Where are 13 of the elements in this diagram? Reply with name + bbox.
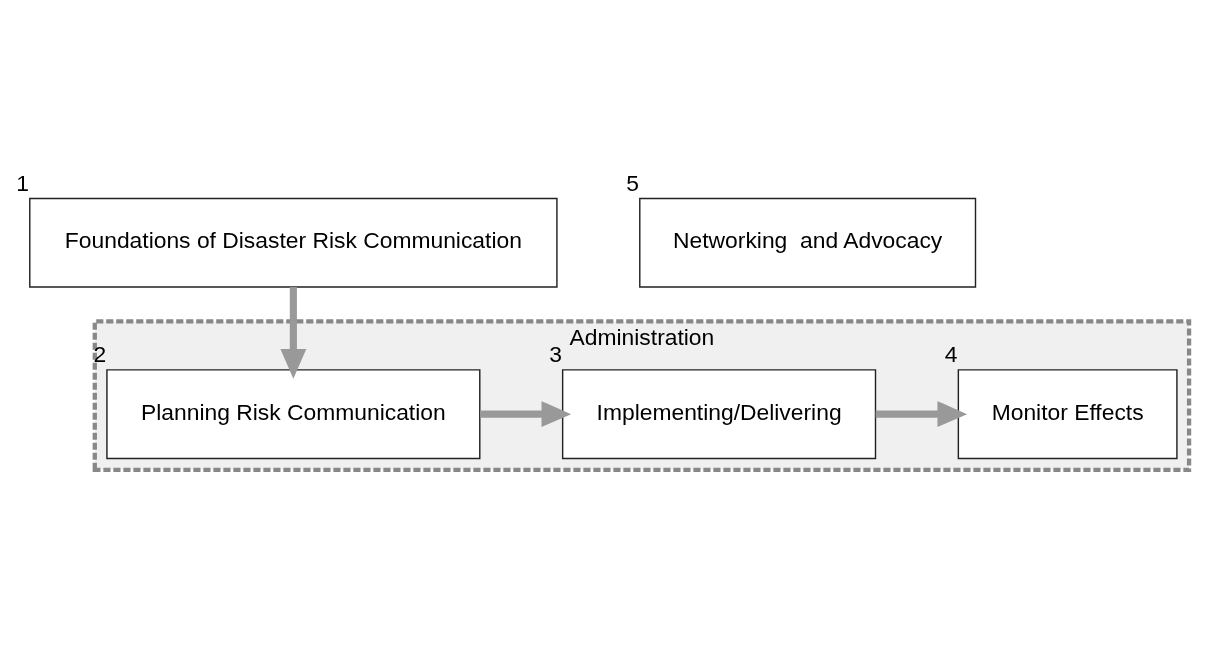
arrow [875,401,968,428]
arrow [480,401,572,428]
node-box: Foundations of Disaster Risk Communication [29,197,558,288]
node-label: 4 [944,341,958,368]
node-label: 3 [549,341,562,368]
arrow [280,287,307,379]
node-box: Implementing/Delivering [561,369,877,460]
node-label: 1 [16,170,29,196]
node-box: Networking and Advocacy [639,197,977,288]
node-box: Monitor Effects [957,369,1178,460]
node-label: 2 [93,341,107,368]
node-label: 5 [626,170,639,196]
node-box: Planning Risk Communication [106,369,481,460]
